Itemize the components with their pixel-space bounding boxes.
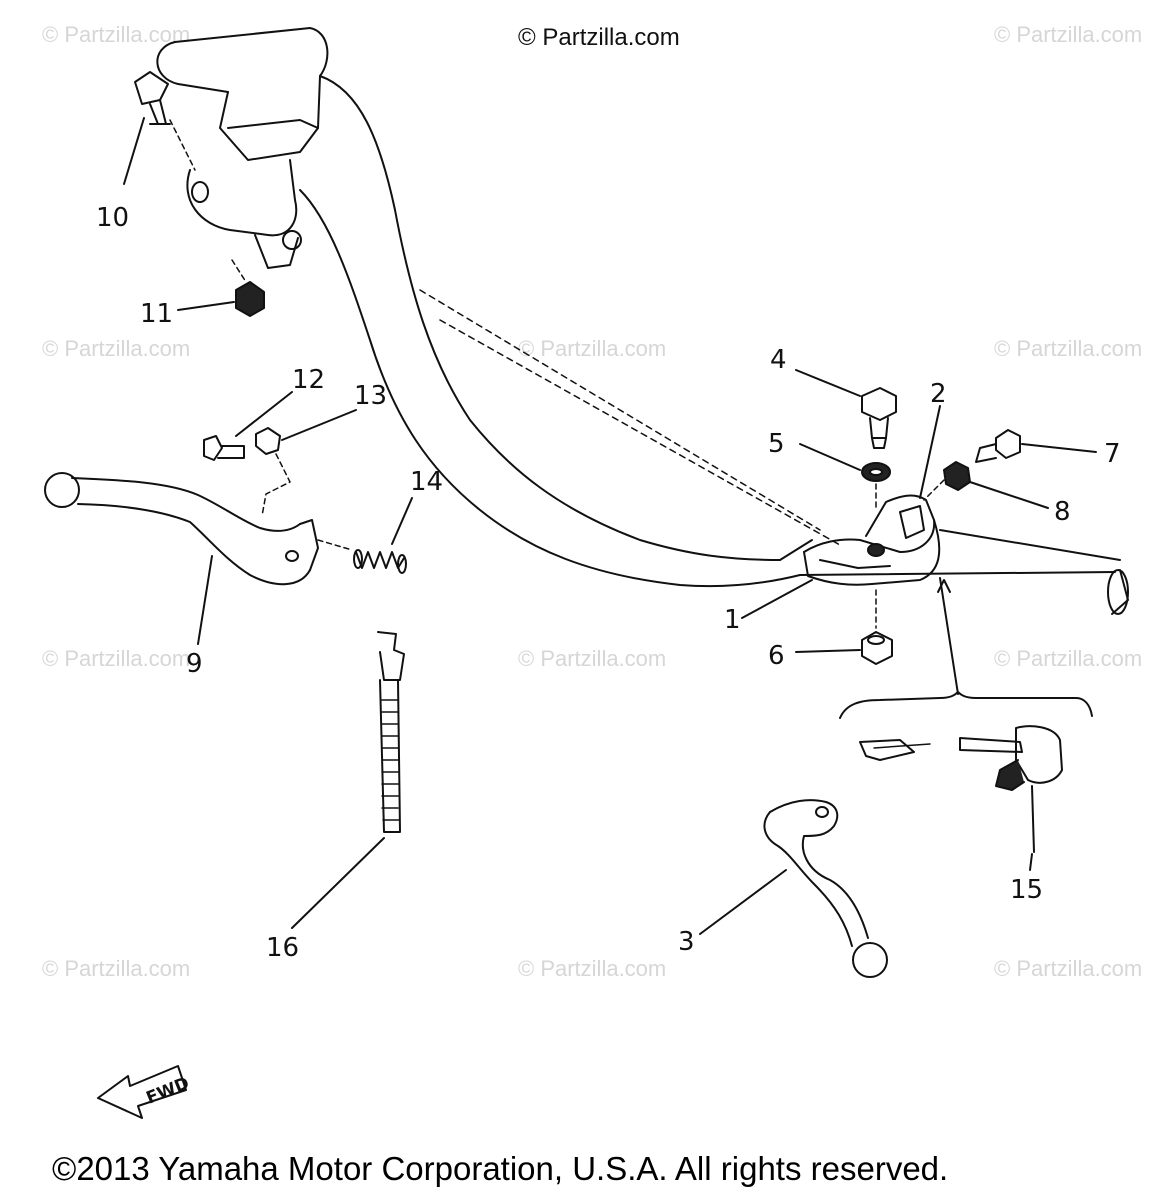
nut-6-shape [861, 631, 893, 665]
switch-15-shape [859, 725, 1063, 853]
callout-3: 3 [678, 927, 695, 957]
cable-tie-16-shape [377, 631, 405, 833]
callout-4: 4 [770, 345, 787, 375]
site-credit: © Partzilla.com [518, 24, 680, 51]
fwd-arrow-shape [97, 1065, 187, 1119]
nut-13-shape [255, 427, 291, 517]
washer-5-shape [861, 462, 891, 509]
watermark: © Partzilla.com [42, 336, 191, 361]
nut-8-shape [923, 461, 971, 501]
watermark: © Partzilla.com [518, 336, 667, 361]
callout-13: 13 [354, 381, 387, 411]
callout-16: 16 [266, 933, 299, 963]
copyright-notice: ©2013 Yamaha Motor Corporation, U.S.A. A… [52, 1150, 949, 1187]
watermark: © Partzilla.com [994, 336, 1143, 361]
bolt-12-shape [203, 435, 245, 461]
watermark: © Partzilla.com [42, 646, 191, 671]
watermark: © Partzilla.com [42, 956, 191, 981]
watermark: © Partzilla.com [994, 646, 1143, 671]
callout-10: 10 [96, 203, 129, 233]
screw-7-shape [975, 429, 1021, 463]
callout-8: 8 [1054, 497, 1071, 527]
callout-15: 15 [1010, 875, 1043, 905]
master-cylinder [186, 75, 321, 269]
callout-9: 9 [186, 649, 203, 679]
callout-5: 5 [768, 429, 785, 459]
watermark: © Partzilla.com [518, 646, 667, 671]
nut-11-shape [231, 259, 265, 317]
watermark: © Partzilla.com [42, 22, 191, 47]
callout-2: 2 [930, 379, 947, 409]
lever-3-shape [763, 799, 888, 978]
callout-7: 7 [1104, 439, 1121, 469]
handlebar [156, 27, 1129, 615]
callout-1: 1 [724, 605, 741, 635]
fwd-label: FWD [144, 1073, 193, 1108]
bolt-10-shape [134, 71, 196, 171]
callout-6: 6 [768, 641, 785, 671]
watermark: © Partzilla.com [518, 956, 667, 981]
callout-11: 11 [140, 299, 173, 329]
watermark: © Partzilla.com [994, 956, 1143, 981]
callout-14: 14 [410, 467, 443, 497]
watermark: © Partzilla.com [994, 22, 1143, 47]
bracket-1-shape [803, 494, 941, 629]
callout-12: 12 [292, 365, 325, 395]
switch-group-bracket [839, 577, 1093, 719]
spring-14-shape [353, 549, 407, 574]
lever-9-shape [44, 472, 353, 586]
bolt-4-shape [861, 387, 897, 449]
